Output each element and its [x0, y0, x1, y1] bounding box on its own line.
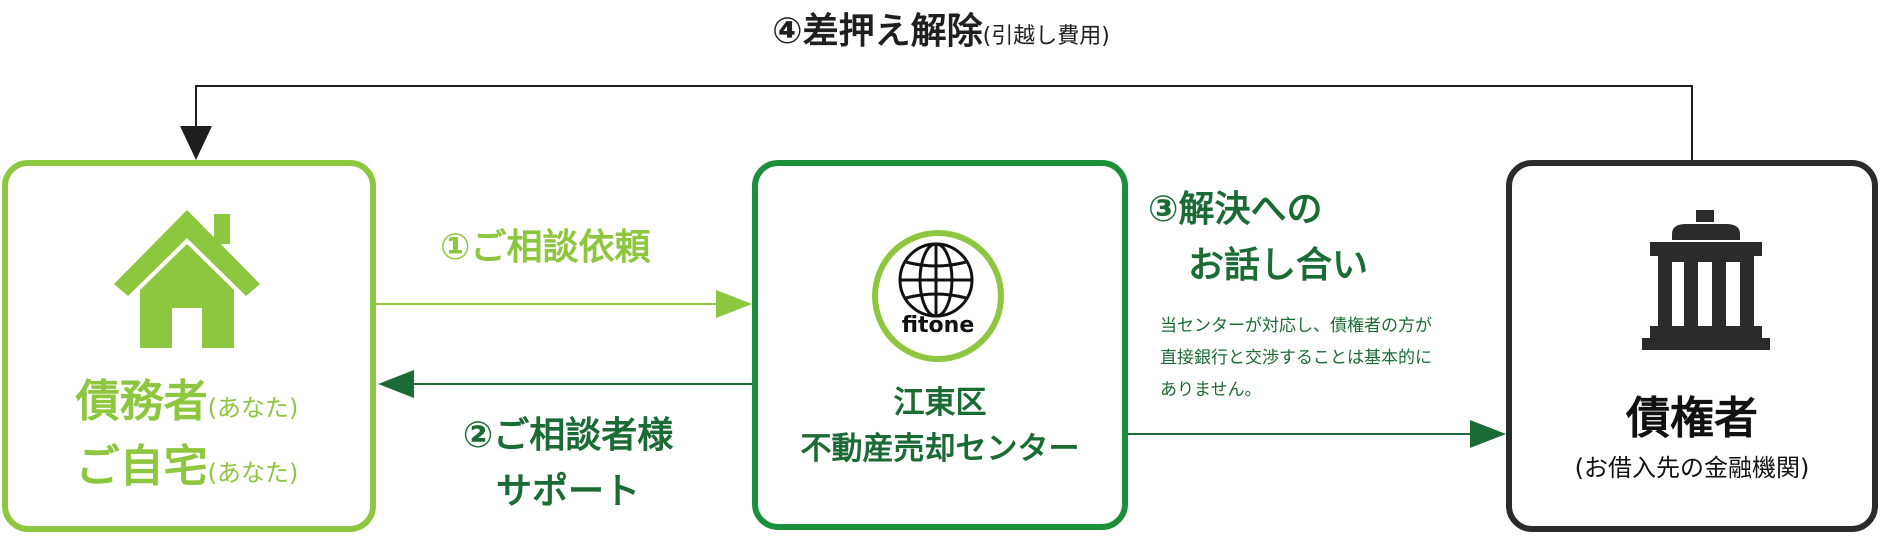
step3-note-line2: 直接銀行と交渉することは基本的に — [1160, 348, 1432, 368]
house-icon — [114, 210, 260, 348]
debtor-label: 債務者(あなた) ご自宅(あなた) — [6, 374, 368, 504]
creditor-title: 債権者 — [1626, 393, 1758, 444]
step2-label: ②ご相談者様 サポート — [440, 408, 696, 520]
step2-line2: サポート — [495, 471, 640, 512]
globe-logo-icon: fitone — [872, 230, 1004, 362]
step3-line2: お話し合い — [1188, 245, 1369, 286]
arrowhead-release — [180, 126, 212, 160]
release-label-main: ④差押え解除 — [772, 11, 983, 52]
step2-line1: ②ご相談者様 — [462, 415, 674, 456]
center-line2: 不動産売却センター — [800, 431, 1080, 467]
creditor-subtitle: (お借入先の金融機関) — [1574, 454, 1810, 482]
arrowhead-consult-request — [716, 290, 752, 318]
debtor-line2-sub: (あなた) — [207, 459, 299, 487]
debtor-line2: ご自宅 — [75, 441, 208, 492]
arrowhead-negotiation — [1470, 420, 1506, 448]
step3-note-line1: 当センターが対応し、債権者の方が — [1160, 316, 1432, 336]
step3-label: ③解決への お話し合い — [1148, 182, 1368, 294]
release-label: ④差押え解除(引越し費用) — [0, 2, 1882, 54]
debtor-line1-sub: (あなた) — [207, 394, 299, 422]
logo-text: fitone — [902, 313, 975, 338]
step3-note: 当センターが対応し、債権者の方が 直接銀行と交渉することは基本的に ありません。 — [1160, 310, 1432, 406]
arrowhead-support — [378, 370, 414, 398]
step1-label: ①ご相談依頼 — [440, 227, 651, 268]
debtor-line1: 債務者 — [75, 376, 208, 427]
step3-line1: ③解決への — [1148, 189, 1323, 230]
bank-icon — [1642, 210, 1770, 350]
center-line1: 江東区 — [893, 385, 987, 421]
arrow-release-loop — [195, 85, 1693, 160]
step3-note-line3: ありません。 — [1160, 380, 1262, 400]
release-label-sub: (引越し費用) — [982, 24, 1110, 49]
center-label: 江東区 不動産売却センター — [756, 380, 1124, 472]
